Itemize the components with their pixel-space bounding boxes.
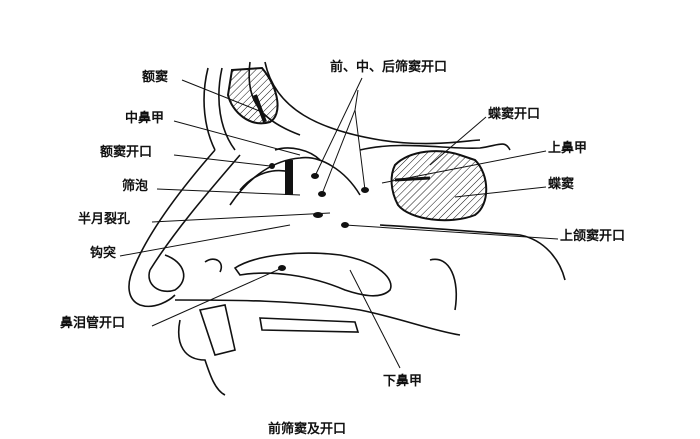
caption: 前筛窦及开口 <box>268 421 346 437</box>
label-sphenoid-sinus-opening: 蝶窦开口 <box>488 106 540 122</box>
frontal-duct <box>285 160 293 195</box>
labels: 额窦 中鼻甲 额窦开口 筛泡 半月裂孔 钩突 鼻泪管开口 前、中、后筛窦开口 蝶… <box>60 59 625 437</box>
label-inferior-turbinate: 下鼻甲 <box>383 373 422 389</box>
frontal-sinus-shape <box>226 66 279 125</box>
frontal-sinus-opening-dot <box>269 163 275 169</box>
label-middle-turbinate: 中鼻甲 <box>125 110 164 126</box>
label-ethmoid-bulla: 筛泡 <box>122 178 148 194</box>
label-ethmoid-openings: 前、中、后筛窦开口 <box>330 59 447 75</box>
label-maxillary-sinus-opening: 上颌窦开口 <box>560 228 625 244</box>
label-semilunar-hiatus: 半月裂孔 <box>78 211 130 227</box>
label-uncinate-process: 钩突 <box>90 245 116 261</box>
leader-lines <box>119 77 559 369</box>
label-frontal-sinus: 额窦 <box>142 69 168 85</box>
anatomy-drawing <box>128 61 566 396</box>
label-sphenoid-sinus: 蝶窦 <box>548 176 574 192</box>
sphenoid-sinus-shape <box>390 150 488 222</box>
label-nasolacrimal-duct-opening: 鼻泪管开口 <box>60 315 125 331</box>
semilunar-hiatus-dot <box>313 212 323 218</box>
label-superior-turbinate: 上鼻甲 <box>548 140 587 156</box>
label-frontal-sinus-opening: 额窦开口 <box>100 144 152 160</box>
